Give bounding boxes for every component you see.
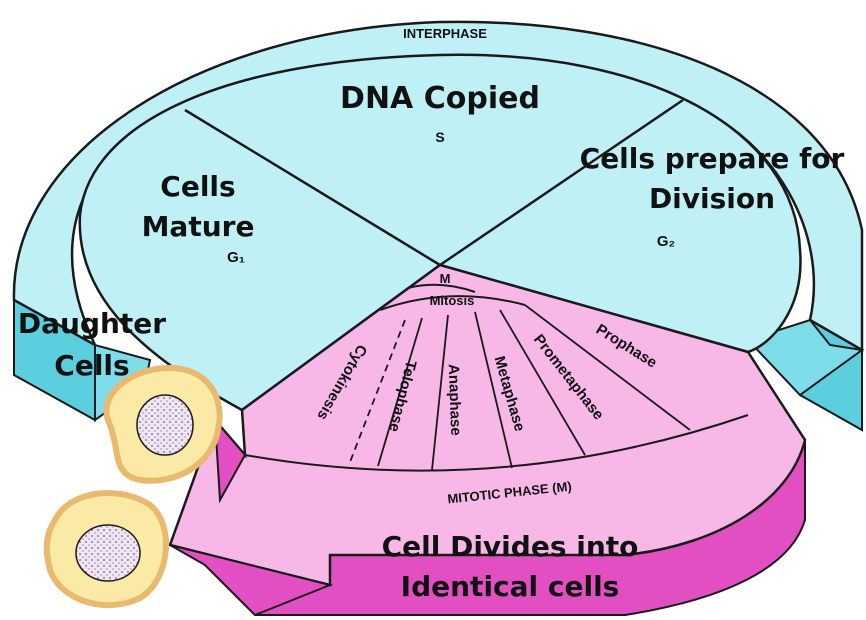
daughter-cells-label-line1: Daughter (18, 307, 166, 340)
daughter-cell-bottom (47, 493, 166, 605)
cell-divides-label-line1: Cell Divides into (382, 530, 639, 563)
daughter-cell-top (106, 368, 219, 481)
mitosis-label: Mitosis (430, 293, 475, 308)
cells-prepare-label-line1: Cells prepare for (580, 142, 845, 175)
cells-prepare-label-line2: Division (649, 182, 775, 215)
g2-label: G₂ (657, 233, 675, 250)
cell-divides-label-line2: Identical cells (401, 570, 620, 603)
daughter-cells-label-line2: Cells (54, 349, 129, 382)
m-label: M (440, 271, 451, 286)
interphase-label: INTERPHASE (403, 26, 487, 41)
cells-mature-label-line1: Cells (160, 170, 235, 203)
anaphase-label: Anaphase (445, 364, 464, 436)
dna-copied-label: DNA Copied (340, 81, 540, 116)
g1-label: G₁ (227, 249, 245, 266)
cells-mature-label-line2: Mature (142, 210, 255, 243)
s-label: S (435, 129, 444, 145)
